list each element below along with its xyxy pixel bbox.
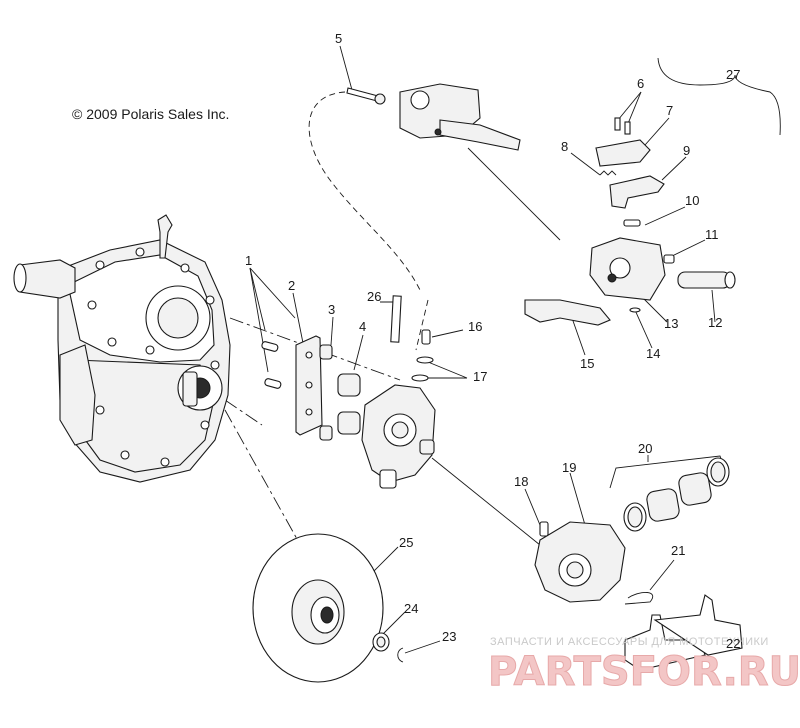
copyright-text: © 2009 Polaris Sales Inc.: [72, 106, 229, 122]
callout-5: 5: [335, 31, 342, 46]
callout-3: 3: [328, 302, 335, 317]
lever-assembly-top: [399, 83, 521, 151]
callout-numbers: 1 2 3 4 5 6 7 8 9 10 11 12 13 14 15 16 1…: [245, 31, 740, 651]
callout-25: 25: [399, 535, 413, 550]
brake-disc: [252, 533, 404, 683]
leader-lines: [224, 45, 781, 654]
callout-22: 22: [726, 636, 740, 651]
callout-1: 1: [245, 253, 252, 268]
callout-26: 26: [367, 289, 381, 304]
callout-23: 23: [442, 629, 456, 644]
pin-and-pads: [624, 592, 743, 671]
cable-parts: [346, 87, 434, 382]
callout-27: 27: [726, 67, 740, 82]
callout-10: 10: [685, 193, 699, 208]
brake-caliper-right: [534, 521, 626, 603]
brake-caliper-center: [361, 384, 436, 489]
callout-24: 24: [404, 601, 418, 616]
callout-7: 7: [666, 103, 673, 118]
callout-6: 6: [637, 76, 644, 91]
callout-21: 21: [671, 543, 685, 558]
transmission-bolts: [87, 247, 220, 467]
callout-4: 4: [359, 319, 366, 334]
piston-seals: [623, 457, 730, 532]
watermark: ЗАПЧАСТИ И АКСЕССУАРЫ ДЛЯ МОТОТЕХНИКИ PA…: [488, 636, 800, 696]
watermark-line2: PARTSFOR.RU: [488, 649, 800, 695]
callout-11: 11: [705, 227, 719, 242]
callout-17: 17: [473, 369, 487, 384]
callout-15: 15: [580, 356, 594, 371]
bracket-assembly: [261, 335, 361, 441]
transmission-assembly: [13, 214, 231, 483]
callout-9: 9: [683, 143, 690, 158]
callout-13: 13: [664, 316, 678, 331]
callout-18: 18: [514, 474, 528, 489]
callout-19: 19: [562, 460, 576, 475]
callout-14: 14: [646, 346, 660, 361]
callout-12: 12: [708, 315, 722, 330]
callout-2: 2: [288, 278, 295, 293]
watermark-line1: ЗАПЧАСТИ И АКСЕССУАРЫ ДЛЯ МОТОТЕХНИКИ: [490, 636, 769, 648]
callout-16: 16: [468, 319, 482, 334]
callout-8: 8: [561, 139, 568, 154]
callout-20: 20: [638, 441, 652, 456]
right-control-assembly: [524, 117, 736, 326]
